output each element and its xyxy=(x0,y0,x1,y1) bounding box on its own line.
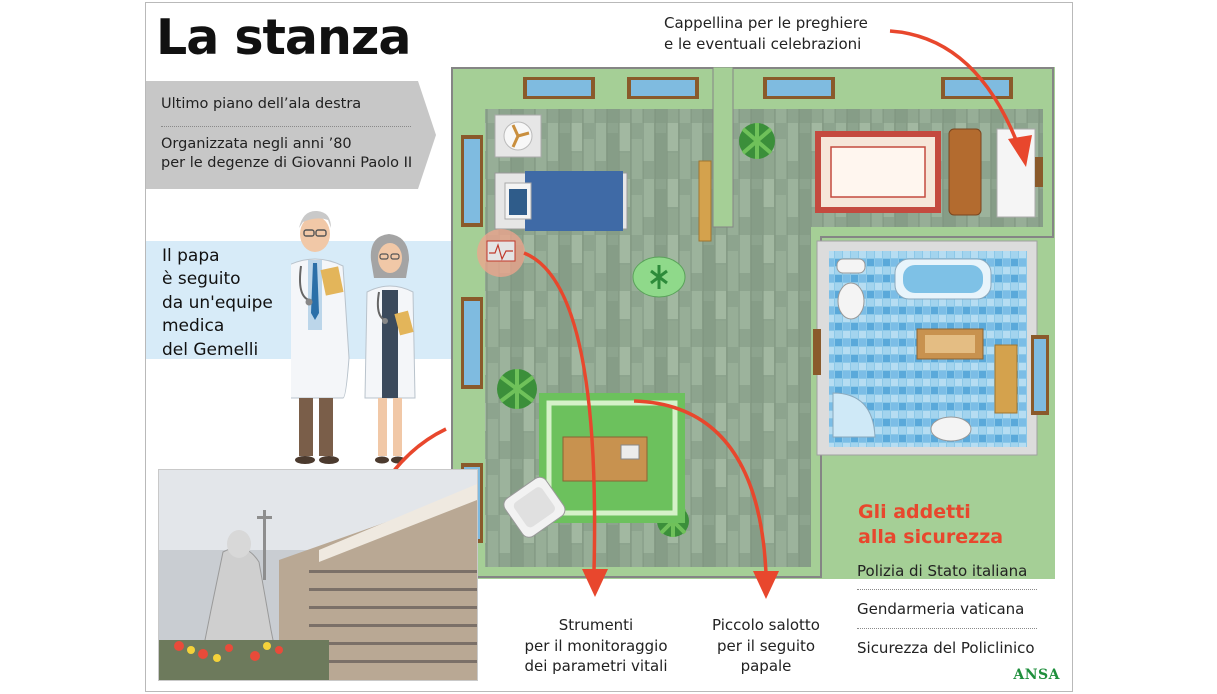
toilet-tank xyxy=(836,258,866,274)
plant-icon xyxy=(497,369,537,409)
arrow-head xyxy=(1008,135,1032,167)
room-floor-plan xyxy=(451,67,1055,579)
monitor-label: Strumenti per il monitoraggio dei parame… xyxy=(506,615,686,677)
security-divider xyxy=(857,628,1037,629)
window xyxy=(461,135,483,227)
sink xyxy=(930,416,972,442)
security-title-line: alla sicurezza xyxy=(858,526,1004,548)
papa-line: medica xyxy=(162,316,225,336)
desk xyxy=(698,160,712,242)
info-floor: Ultimo piano dell’ala destra xyxy=(161,96,362,112)
window xyxy=(461,297,483,389)
security-item: Sicurezza del Policlinico xyxy=(857,639,1035,657)
chapel-label-line: Cappellina per le preghiere xyxy=(664,14,868,32)
infographic: La stanza Ultimo piano dell’ala destra O… xyxy=(145,2,1073,692)
monitor-label-line: per il monitoraggio xyxy=(524,636,668,655)
kneeler xyxy=(948,128,982,216)
bathroom-door xyxy=(813,329,821,375)
lounge-arrow xyxy=(633,399,768,574)
papa-line: è seguito xyxy=(162,269,241,289)
blanket xyxy=(525,171,623,231)
ansa-logo: ANSA xyxy=(1013,667,1060,683)
window xyxy=(627,77,699,99)
floor-corridor xyxy=(715,217,811,567)
arrow-head xyxy=(753,571,779,599)
lounge-label-line: per il seguito xyxy=(716,636,816,655)
security-item: Polizia di Stato italiana xyxy=(857,562,1028,580)
security-title: Gli addetti alla sicurezza xyxy=(858,500,1003,550)
plant-icon xyxy=(739,123,775,159)
doctors-illustration xyxy=(291,210,416,464)
chapel-arrow xyxy=(889,29,1020,146)
hospital-photo-image xyxy=(159,470,477,680)
page-title: La stanza xyxy=(156,9,411,66)
security-item: Gendarmeria vaticana xyxy=(857,600,1025,618)
annotation-arrows xyxy=(358,29,1032,599)
armchair xyxy=(503,476,566,538)
security-divider xyxy=(857,589,1037,590)
papa-line: Il papa xyxy=(162,246,220,266)
papa-line: da un'equipe xyxy=(162,293,273,313)
chapel-label-line: e le eventuali celebrazioni xyxy=(664,35,862,53)
hospital-photo xyxy=(158,469,478,681)
monitor-label-line: dei parametri vitali xyxy=(524,657,668,675)
info-organized: Organizzata negli anni ’80 xyxy=(161,136,352,152)
inner-wall xyxy=(712,67,734,228)
male-doctor xyxy=(291,210,350,464)
chapel-label: Cappellina per le preghiere e le eventua… xyxy=(664,13,868,55)
lounge-label-line: Piccolo salotto xyxy=(712,616,820,634)
lounge-label: Piccolo salotto per il seguito papale xyxy=(691,615,841,677)
security-title-line: Gli addetti xyxy=(858,501,971,523)
monitor-label-line: Strumenti xyxy=(558,616,634,634)
lounge-label-line: papale xyxy=(740,657,792,675)
window xyxy=(523,77,595,99)
banner-arrow-shape xyxy=(146,81,436,189)
info-divider xyxy=(161,126,411,127)
papa-line: del Gemelli xyxy=(162,340,259,360)
arrow-head xyxy=(582,569,608,597)
chapel-door xyxy=(1035,157,1043,187)
newspaper-icon xyxy=(620,444,640,460)
info-banner: Ultimo piano dell’ala destra Organizzata… xyxy=(146,81,436,189)
female-doctor xyxy=(364,234,416,464)
bath-cabinet xyxy=(994,344,1018,414)
window xyxy=(1031,335,1049,415)
monitor-arrow xyxy=(523,251,597,572)
toilet xyxy=(837,282,865,320)
info-organized-2: per le degenze di Giovanni Paolo II xyxy=(161,155,413,171)
shower xyxy=(832,392,876,438)
vital-monitor-icon xyxy=(486,240,516,262)
window xyxy=(941,77,1013,99)
window xyxy=(763,77,835,99)
